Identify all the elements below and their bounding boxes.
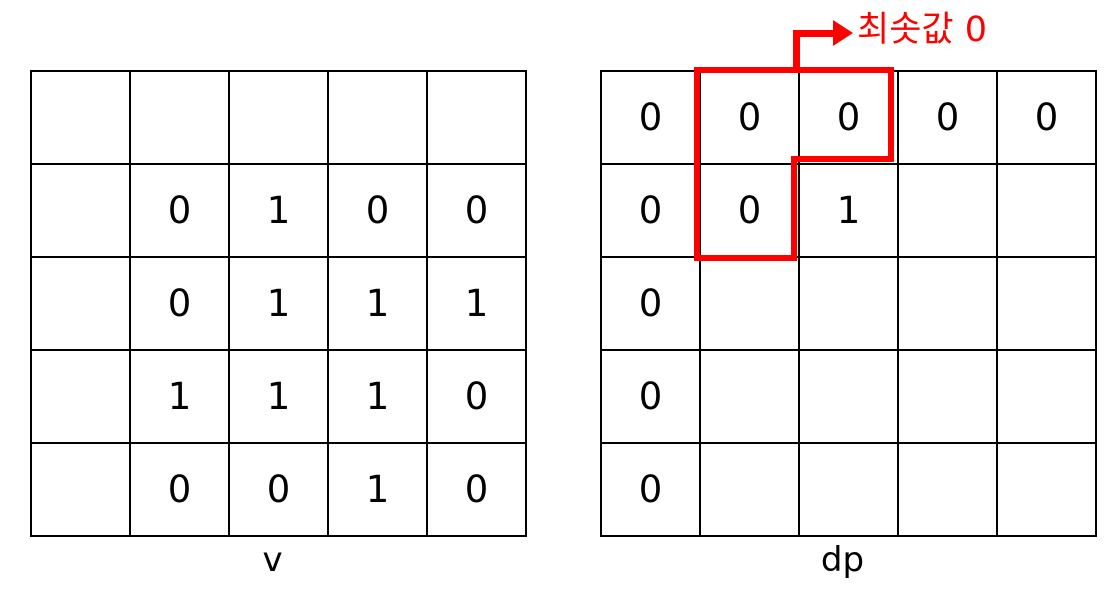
dp-cell-1-4 <box>996 163 1097 258</box>
dp-cell-3-0: 0 <box>600 349 701 444</box>
v-cell-3-1: 1 <box>129 349 230 444</box>
dp-cell-4-4 <box>996 442 1097 537</box>
v-cell-3-2: 1 <box>228 349 329 444</box>
dp-cell-0-0: 0 <box>600 70 701 165</box>
v-cell-2-1: 0 <box>129 256 230 351</box>
grid-v-caption: v <box>262 540 283 580</box>
v-cell-1-0 <box>30 163 131 258</box>
grid-row <box>30 70 527 165</box>
dp-cell-3-4 <box>996 349 1097 444</box>
dp-cell-3-2 <box>798 349 899 444</box>
v-cell-3-4: 0 <box>426 349 527 444</box>
callout-arrow-head-icon <box>833 20 853 46</box>
v-cell-0-3 <box>327 70 428 165</box>
v-cell-0-1 <box>129 70 230 165</box>
v-cell-0-4 <box>426 70 527 165</box>
dp-cell-4-1 <box>699 442 800 537</box>
v-cell-3-3: 1 <box>327 349 428 444</box>
dp-cell-4-2 <box>798 442 899 537</box>
dp-cell-3-1 <box>699 349 800 444</box>
v-cell-4-4: 0 <box>426 442 527 537</box>
v-cell-2-3: 1 <box>327 256 428 351</box>
dp-cell-0-1: 0 <box>699 70 800 165</box>
dp-cell-1-3 <box>897 163 998 258</box>
dp-cell-2-2 <box>798 256 899 351</box>
v-cell-0-2 <box>228 70 329 165</box>
v-cell-1-3: 0 <box>327 163 428 258</box>
dp-cell-2-4 <box>996 256 1097 351</box>
grid-row: 0 <box>600 256 1097 351</box>
callout-arrow-stem-vertical <box>793 30 800 72</box>
v-cell-2-2: 1 <box>228 256 329 351</box>
callout-arrow-stem-horizontal <box>793 30 835 37</box>
v-cell-1-1: 0 <box>129 163 230 258</box>
dp-cell-2-3 <box>897 256 998 351</box>
v-cell-4-0 <box>30 442 131 537</box>
dp-cell-0-2: 0 <box>798 70 899 165</box>
grid-dp-caption: dp <box>820 540 865 580</box>
v-cell-4-1: 0 <box>129 442 230 537</box>
grid-row: 0 <box>600 349 1097 444</box>
dp-cell-1-0: 0 <box>600 163 701 258</box>
v-cell-4-2: 0 <box>228 442 329 537</box>
v-cell-3-0 <box>30 349 131 444</box>
dp-cell-4-3 <box>897 442 998 537</box>
v-cell-1-2: 1 <box>228 163 329 258</box>
dp-cell-0-4: 0 <box>996 70 1097 165</box>
v-cell-2-4: 1 <box>426 256 527 351</box>
dp-cell-2-0: 0 <box>600 256 701 351</box>
dp-cell-4-0: 0 <box>600 442 701 537</box>
dp-cell-1-1: 0 <box>699 163 800 258</box>
callout-label: 최솟값 0 <box>857 10 987 50</box>
v-cell-4-3: 1 <box>327 442 428 537</box>
v-cell-1-4: 0 <box>426 163 527 258</box>
grid-row: 0 <box>600 442 1097 537</box>
dp-cell-0-3: 0 <box>897 70 998 165</box>
dp-cell-3-3 <box>897 349 998 444</box>
v-cell-0-0 <box>30 70 131 165</box>
v-cell-2-0 <box>30 256 131 351</box>
dp-cell-2-1 <box>699 256 800 351</box>
dp-cell-1-2: 1 <box>798 163 899 258</box>
